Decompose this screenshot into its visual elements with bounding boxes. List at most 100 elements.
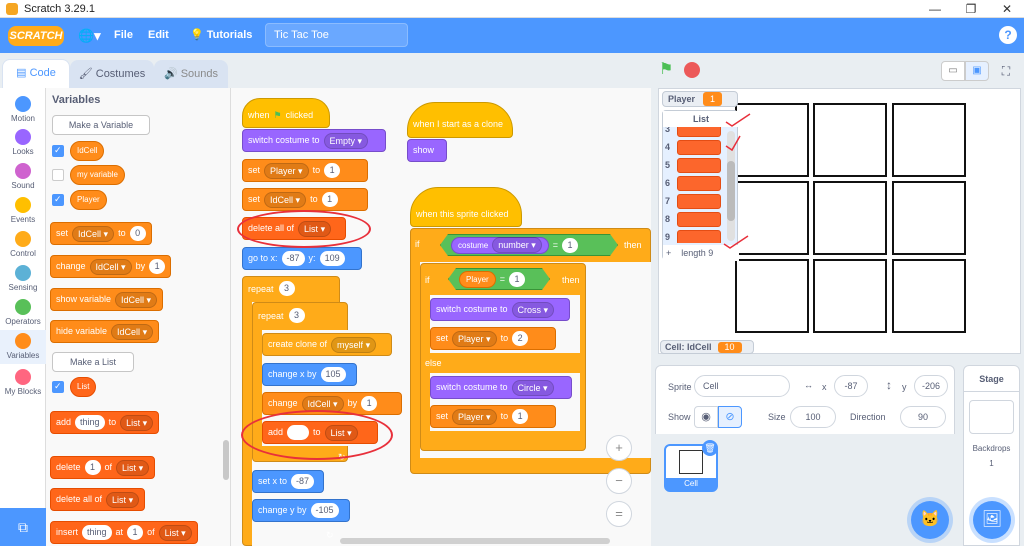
- list-value[interactable]: [677, 229, 721, 243]
- make-variable-button[interactable]: Make a Variable: [52, 115, 150, 135]
- y-input[interactable]: 109: [319, 251, 345, 266]
- category-looks[interactable]: Looks: [0, 126, 46, 160]
- scratch-logo[interactable]: SCRATCH: [8, 26, 64, 46]
- edit-menu[interactable]: Edit: [148, 29, 169, 41]
- list-item[interactable]: 3: [665, 127, 721, 137]
- list-value[interactable]: [677, 211, 721, 227]
- board-cell[interactable]: [892, 259, 966, 333]
- list-scrollbar[interactable]: [727, 131, 735, 241]
- player-equals-condition[interactable]: Player = 1: [448, 268, 550, 290]
- board-cell[interactable]: [813, 259, 887, 333]
- list-dropdown[interactable]: List: [120, 414, 154, 431]
- when-flag-clicked-hat[interactable]: when⚑clicked: [242, 98, 330, 128]
- value-input[interactable]: 2: [512, 331, 529, 346]
- project-title-input[interactable]: Tic Tac Toe: [265, 23, 408, 47]
- player-reporter[interactable]: Player: [459, 271, 496, 288]
- tab-costumes[interactable]: 🖌 Costumes: [70, 60, 154, 88]
- board-cell[interactable]: [813, 181, 887, 255]
- make-list-button[interactable]: Make a List: [52, 352, 134, 372]
- value-input[interactable]: -105: [310, 503, 339, 518]
- change-y-block[interactable]: change y by-105: [252, 499, 350, 522]
- script-horizontal-scrollbar[interactable]: [340, 538, 610, 544]
- list-value[interactable]: [677, 175, 721, 191]
- var-checkbox-idcell[interactable]: [52, 145, 64, 157]
- set-player-2-block[interactable]: setPlayerto2: [430, 327, 556, 350]
- list-item[interactable]: 4: [665, 139, 721, 155]
- list-item[interactable]: 6: [665, 175, 721, 191]
- small-stage-icon[interactable]: ▭: [941, 61, 965, 81]
- variable-dropdown[interactable]: IdCell: [115, 291, 158, 308]
- value-input[interactable]: 1: [509, 272, 525, 287]
- thing-input[interactable]: thing: [75, 415, 105, 430]
- costume-dropdown[interactable]: Circle: [511, 379, 554, 396]
- set-x-block[interactable]: set x to-87: [252, 470, 324, 493]
- variable-dropdown[interactable]: IdCell: [264, 191, 307, 208]
- trash-icon[interactable]: 🗑: [702, 440, 718, 456]
- help-icon[interactable]: ?: [999, 26, 1017, 44]
- list-dropdown[interactable]: List: [116, 459, 150, 476]
- variable-dropdown[interactable]: Player: [264, 162, 309, 179]
- var-reporter-player[interactable]: Player: [70, 190, 107, 210]
- when-sprite-clicked-hat[interactable]: when this sprite clicked: [410, 187, 522, 227]
- category-control[interactable]: Control: [0, 228, 46, 262]
- sprite-y-input[interactable]: -206: [914, 375, 948, 397]
- list-value[interactable]: [677, 139, 721, 155]
- var-checkbox-my-variable[interactable]: [52, 169, 64, 181]
- list-item[interactable]: 5: [665, 157, 721, 173]
- set-player-block[interactable]: setPlayerto1: [242, 159, 368, 182]
- size-input[interactable]: 100: [790, 406, 836, 428]
- value-input[interactable]: 1: [562, 238, 578, 253]
- player-monitor[interactable]: Player 1: [662, 91, 738, 107]
- index-input[interactable]: 1: [127, 525, 144, 540]
- value-input[interactable]: 0: [129, 226, 146, 241]
- large-stage-icon[interactable]: ▣: [965, 61, 989, 81]
- list-item[interactable]: 9: [665, 229, 721, 243]
- choose-backdrop-icon[interactable]: 🖼: [973, 501, 1011, 539]
- category-sensing[interactable]: Sensing: [0, 262, 46, 296]
- value-input[interactable]: 1: [149, 259, 166, 274]
- variable-dropdown[interactable]: IdCell: [72, 225, 115, 242]
- board-cell[interactable]: [735, 259, 809, 333]
- when-clone-start-hat[interactable]: when I start as a clone: [407, 102, 513, 138]
- list-reporter[interactable]: List: [70, 377, 97, 397]
- index-input[interactable]: 1: [84, 460, 101, 475]
- list-value[interactable]: [677, 127, 721, 137]
- board-cell[interactable]: [813, 103, 887, 177]
- choose-sprite-icon[interactable]: 🐱: [911, 501, 949, 539]
- variable-dropdown[interactable]: IdCell: [111, 323, 154, 340]
- costume-attr-dropdown[interactable]: number: [492, 237, 542, 253]
- var-reporter-my-variable[interactable]: my variable: [70, 165, 125, 185]
- list-dropdown[interactable]: List: [106, 491, 140, 508]
- show-visible-icon[interactable]: ◉: [694, 406, 718, 428]
- board-cell[interactable]: [892, 103, 966, 177]
- cell-idcell-monitor[interactable]: Cell: IdCell 10: [660, 340, 754, 354]
- set-player-1-block[interactable]: setPlayerto1: [430, 405, 556, 428]
- show-block[interactable]: show: [407, 139, 447, 162]
- category-sound[interactable]: Sound: [0, 160, 46, 194]
- fullscreen-icon[interactable]: ⛶: [1001, 64, 1011, 78]
- stop-icon[interactable]: [684, 62, 700, 78]
- board-cell[interactable]: [735, 181, 809, 255]
- language-menu[interactable]: 🌐▾: [78, 28, 101, 43]
- add-extension-icon[interactable]: ⧉: [0, 508, 46, 546]
- zoom-reset-button[interactable]: =: [606, 501, 632, 527]
- value-input[interactable]: 1: [324, 163, 341, 178]
- repeat-count-input[interactable]: 3: [278, 281, 295, 296]
- tab-code[interactable]: ▤ Code: [2, 59, 70, 89]
- list-value[interactable]: [677, 193, 721, 209]
- x-input[interactable]: -87: [281, 251, 305, 266]
- list-item[interactable]: 7: [665, 193, 721, 209]
- category-operators[interactable]: Operators: [0, 296, 46, 330]
